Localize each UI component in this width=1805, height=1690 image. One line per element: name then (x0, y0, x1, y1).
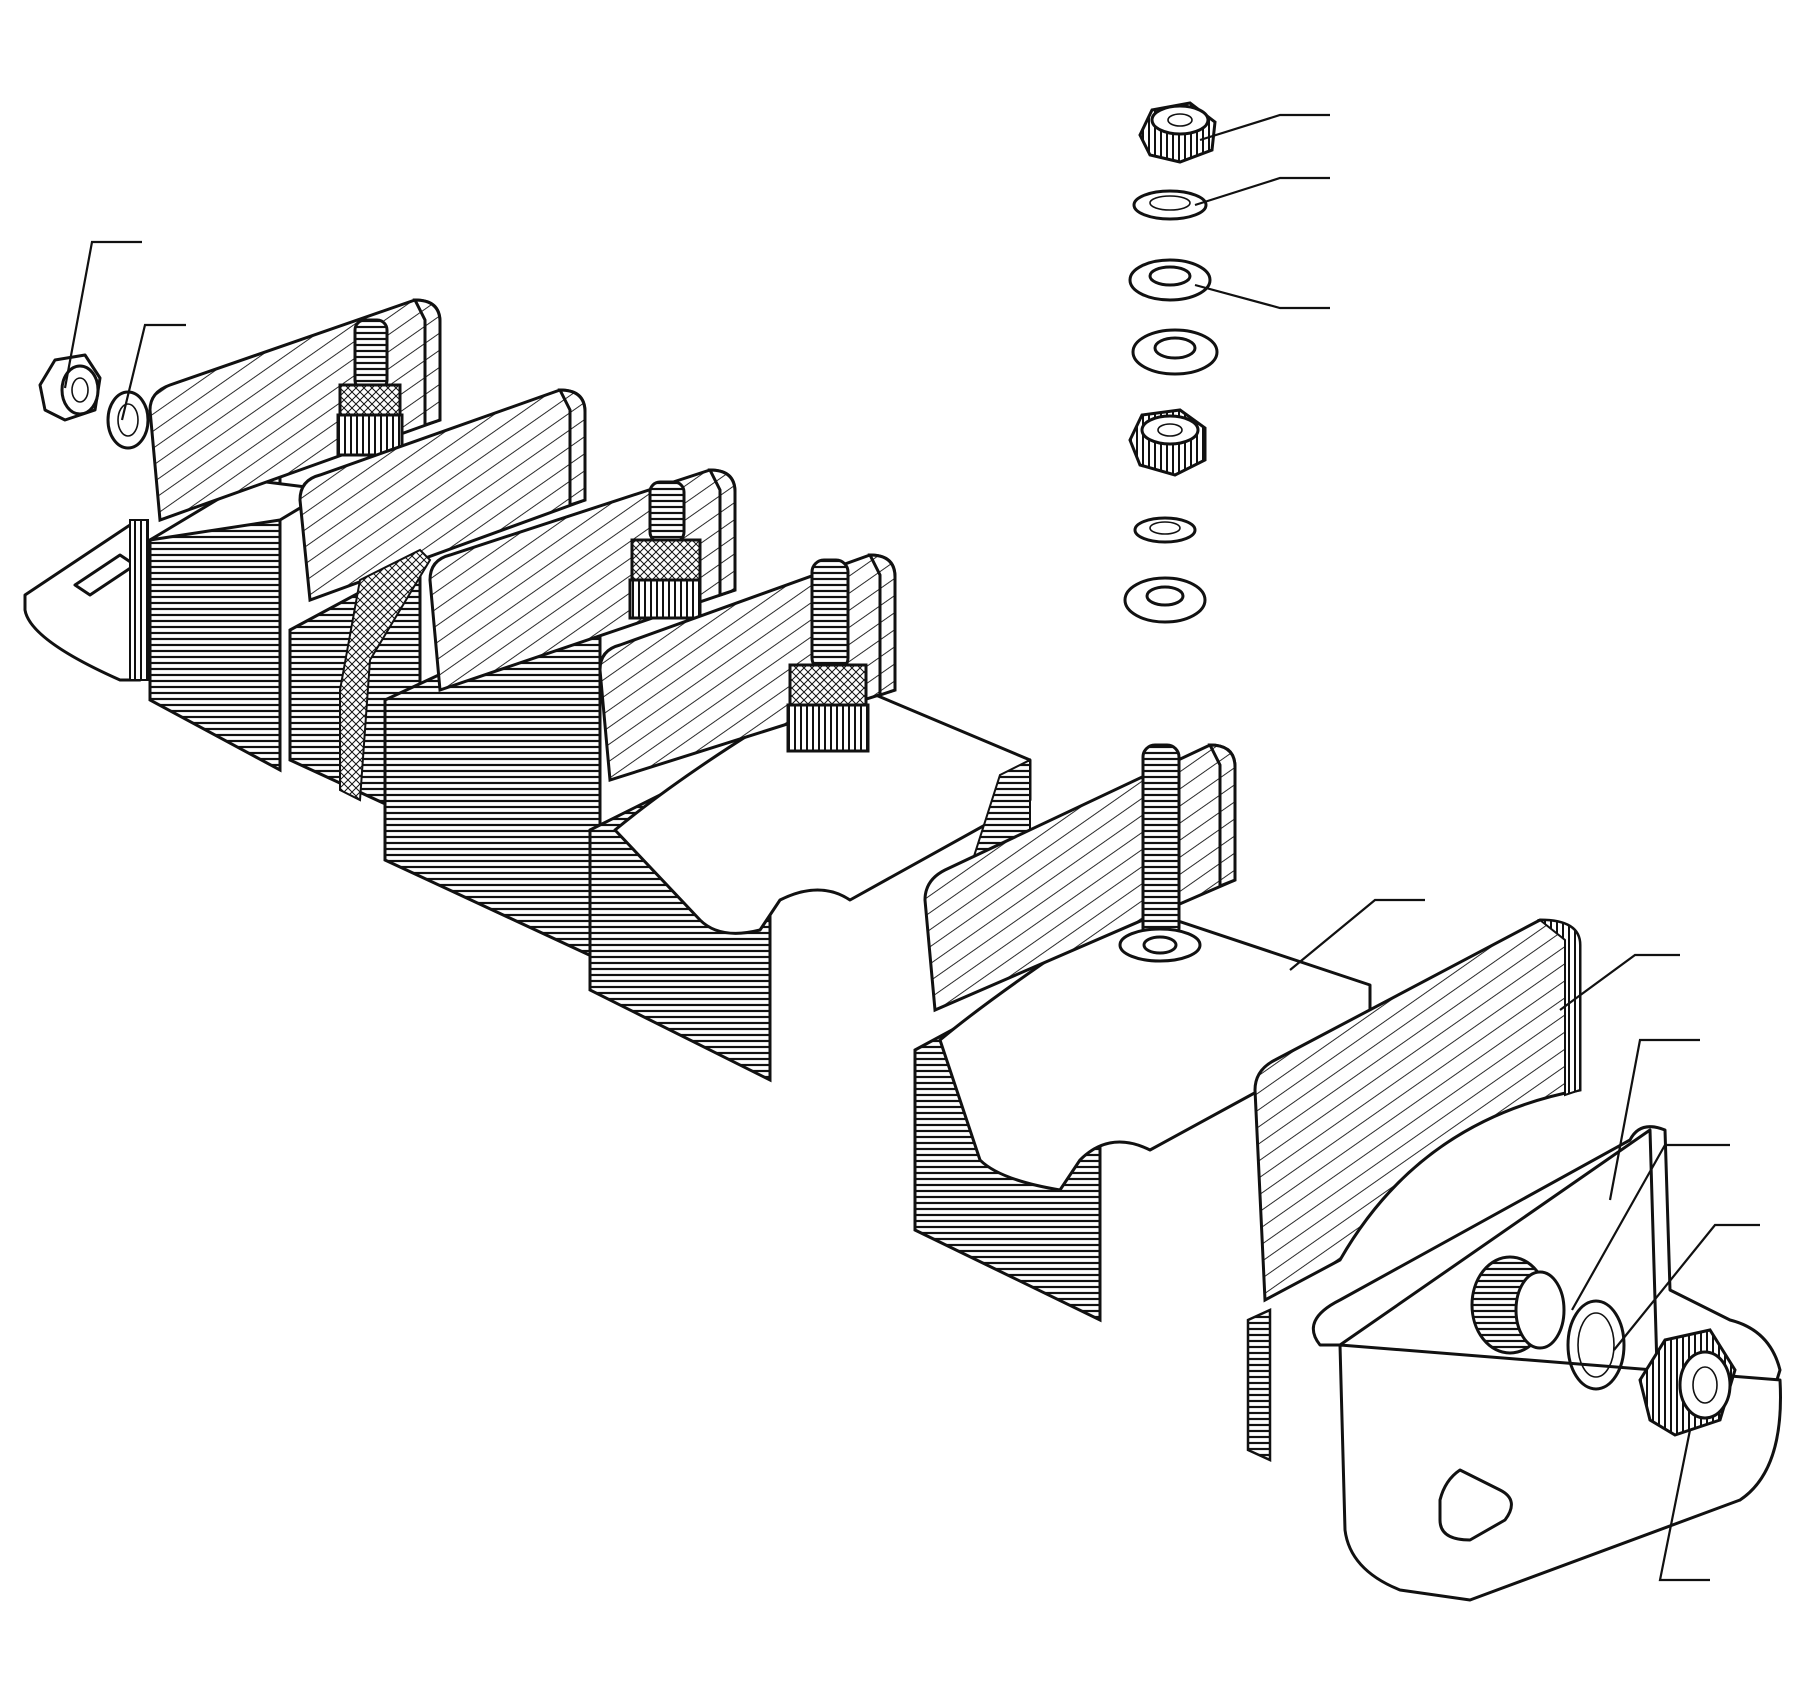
right-threaded-stud (1470, 1255, 1566, 1355)
left-hex-nut (38, 353, 102, 422)
leader-terminal-body (1289, 898, 1425, 971)
leader-end-plate (1559, 953, 1680, 1011)
leader-stack-spring (1194, 176, 1330, 207)
right-hex-nut (1638, 1328, 1737, 1437)
leader-right-stud (1571, 1143, 1730, 1311)
stack-flat-washer-3 (1123, 576, 1207, 624)
stack-hex-nut-2 (1128, 408, 1207, 477)
stack-flat-washer-2 (1131, 328, 1219, 376)
left-mounting-bracket (23, 519, 149, 682)
leader-stack-flat (1194, 283, 1330, 310)
stack-spring-washer-2 (1133, 516, 1197, 544)
stud-1 (336, 318, 404, 457)
stud-2 (628, 480, 702, 620)
leader-left-nut (63, 240, 142, 389)
left-spring-washer (106, 390, 150, 450)
leader-lines (63, 113, 1760, 1582)
leader-right-nut (1658, 1429, 1710, 1582)
leader-right-washer (1613, 1223, 1760, 1351)
leader-stack-nut (1199, 113, 1330, 142)
stud-3 (786, 558, 870, 753)
leader-left-washer (120, 323, 186, 421)
terminal-block-3 (383, 468, 737, 963)
stack-hex-nut-1 (1138, 101, 1217, 164)
stack-flat-washer-1 (1128, 258, 1212, 302)
end-plate (1246, 918, 1582, 1462)
terminal-block-4 (588, 553, 1032, 1083)
right-spring-washer (1566, 1299, 1626, 1391)
stack-spring-washer-1 (1132, 189, 1208, 221)
stud-4-long (1118, 743, 1202, 963)
hardware-stack (1123, 101, 1219, 624)
leader-bracket (1608, 1038, 1700, 1201)
